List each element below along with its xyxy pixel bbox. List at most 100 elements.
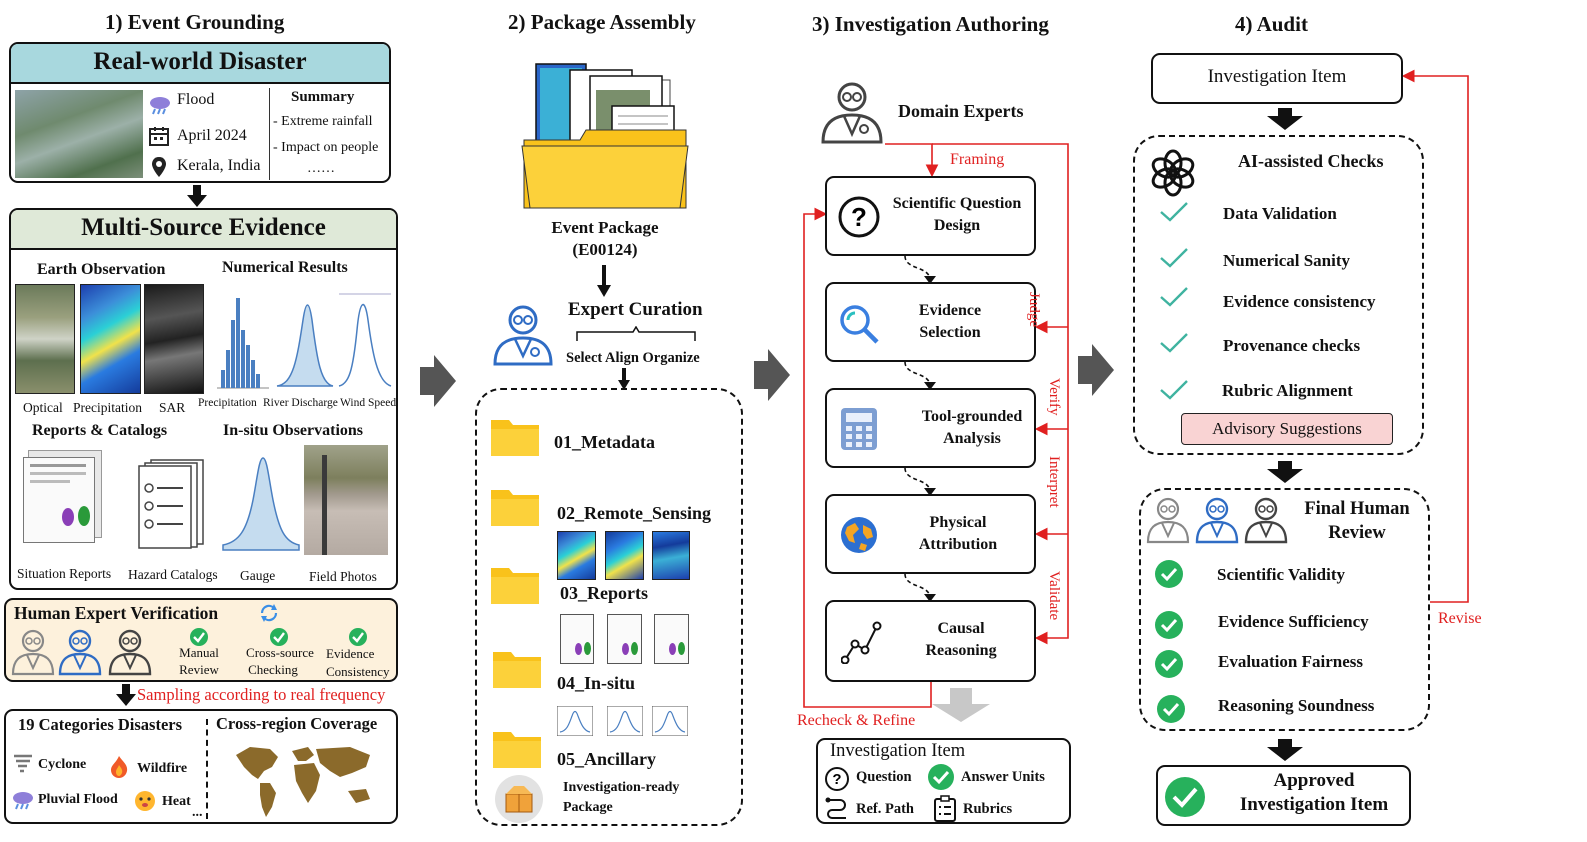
evidence-header: Multi-Source Evidence <box>11 210 396 250</box>
calculator-icon <box>839 406 879 452</box>
step3-l1: Tool-grounded <box>921 408 1023 425</box>
stage-arrow-icon <box>1078 344 1114 396</box>
ai-check-provenance: Provenance checks <box>1223 336 1361 355</box>
heat-face-icon <box>133 789 157 813</box>
disaster-header-label: Real-world Disaster <box>93 48 307 75</box>
human-check-evaluation-fairness: Evaluation Fairness <box>1218 652 1363 671</box>
check-circle-icon <box>1155 611 1183 639</box>
step-causal-reasoning: Causal Reasoning <box>825 600 1036 682</box>
event-package-folder-icon <box>520 50 690 210</box>
folder-icon <box>491 486 539 526</box>
recheck-refine-label: Recheck & Refine <box>797 712 916 729</box>
check-circle-icon <box>1164 776 1206 818</box>
disaster-header: Real-world Disaster <box>11 44 389 84</box>
step-tool-grounded-analysis: Tool-grounded Analysis <box>825 388 1036 468</box>
precipitation-histogram-icon <box>215 290 271 390</box>
category-pluvial-flood: Pluvial Flood <box>38 792 118 807</box>
summary-title: Summary <box>291 89 355 105</box>
checkmark-icon <box>1159 332 1189 354</box>
category-cyclone: Cyclone <box>38 757 87 772</box>
arrow-down-icon <box>116 684 136 706</box>
item-part-answer-units: Answer Units <box>961 769 1045 785</box>
check-circle-icon <box>928 764 954 790</box>
expert-avatar-gray-icon <box>1145 496 1191 544</box>
disaster-date: April 2024 <box>177 127 247 144</box>
ai-check-numerical-sanity: Numerical Sanity <box>1223 251 1351 270</box>
check-manual-l2: Review <box>179 662 219 677</box>
domain-expert-icon <box>819 80 885 144</box>
question-icon: ? <box>824 766 850 792</box>
ai-checks-box: AI-assisted Checks Data Validation Numer… <box>1133 135 1424 455</box>
folder-reports[interactable]: 03_Reports <box>560 583 648 603</box>
revise-label: Revise <box>1438 610 1482 627</box>
checkmark-icon <box>1159 247 1189 269</box>
insitu-observations-label: In-situ Observations <box>223 422 364 439</box>
magnifier-icon <box>837 302 881 346</box>
categories-box: 19 Categories Disasters Cross-region Cov… <box>4 709 398 824</box>
arrow-down-icon <box>187 185 207 207</box>
step1-l1: Scientific Question <box>892 195 1022 212</box>
category-heat: Heat <box>162 794 191 809</box>
human-check-scientific-validity: Scientific Validity <box>1217 565 1345 584</box>
question-icon: ? <box>837 195 881 239</box>
check-circle-icon <box>1155 650 1183 678</box>
clipboard-checklist-icon <box>933 795 957 823</box>
sampling-label: Sampling according to real frequency <box>137 685 386 704</box>
interpret-label: Interpret <box>1046 456 1062 508</box>
check-manual-l1: Manual <box>179 645 219 660</box>
step-evidence-selection: Evidence Selection <box>825 282 1036 362</box>
stage3-title: 3) Investigation Authoring <box>812 12 1049 36</box>
river-discharge-curve-icon <box>275 290 335 390</box>
num-caption-precipitation: Precipitation <box>198 397 257 409</box>
approved-l2: Investigation Item <box>1239 794 1389 815</box>
gauge-thumb-icon <box>607 706 643 736</box>
coverage-title: Cross-region Coverage <box>216 714 378 733</box>
framing-label: Framing <box>950 151 1005 168</box>
folder-remote-sensing[interactable]: 02_Remote_Sensing <box>557 503 711 523</box>
multi-source-evidence-box: Multi-Source Evidence Earth Observation … <box>9 208 398 590</box>
gauge-curve-icon <box>221 450 301 555</box>
advisory-suggestions-label: Advisory Suggestions <box>1212 419 1362 438</box>
world-map-icon <box>230 741 382 823</box>
remote-sensing-thumb <box>652 531 690 580</box>
folder-metadata[interactable]: 01_Metadata <box>554 432 655 452</box>
judge-label: Judge <box>1026 292 1042 327</box>
expert-avatar-gray-icon <box>10 628 56 676</box>
package-container <box>475 388 743 826</box>
summary-line-3: …… <box>307 161 335 176</box>
folder-icon <box>491 416 539 456</box>
event-package-id: (E00124) <box>572 240 638 259</box>
disaster-type: Flood <box>177 91 215 108</box>
human-expert-verification-box: Human Expert Verification Manual Review … <box>4 598 398 682</box>
report-thumb <box>654 614 689 664</box>
expert-avatar-dark-icon <box>1243 496 1289 544</box>
folder-insitu[interactable]: 04_In-situ <box>557 673 636 693</box>
reports-catalogs-label: Reports & Catalogs <box>32 422 168 439</box>
rain-cloud-icon <box>11 789 35 811</box>
evidence-header-label: Multi-Source Evidence <box>81 214 326 241</box>
eo-caption-sar: SAR <box>159 400 186 415</box>
hazard-catalog-icon <box>137 458 207 550</box>
folder-ancillary[interactable]: 05_Ancillary <box>557 749 656 769</box>
check-circle-icon <box>270 628 288 646</box>
report-thumb <box>607 614 642 664</box>
ai-check-data-validation: Data Validation <box>1223 204 1337 223</box>
eo-caption-precipitation: Precipitation <box>73 400 142 415</box>
insitu-caption-field-photos: Field Photos <box>309 569 377 584</box>
category-more: ... <box>192 805 203 820</box>
verification-title: Human Expert Verification <box>14 603 219 623</box>
ready-package-l2: Package <box>563 800 613 815</box>
real-world-disaster-box: Real-world Disaster Flood April 2024 Ker… <box>9 42 391 183</box>
line-chart-icon <box>841 620 883 664</box>
checkmark-icon <box>1159 201 1189 223</box>
curation-sub-label: Select Align Organize <box>566 350 700 366</box>
stage1-title: 1) Event Grounding <box>105 10 285 34</box>
arrow-down-icon <box>1267 108 1303 130</box>
svg-text:?: ? <box>851 202 867 232</box>
summary-line-2: - Impact on people <box>273 140 379 155</box>
field-photo <box>304 445 388 555</box>
remote-sensing-thumb <box>605 531 644 580</box>
validate-label: Validate <box>1046 571 1062 621</box>
stage2-title: 2) Package Assembly <box>508 10 696 34</box>
human-check-reasoning-soundness: Reasoning Soundness <box>1218 696 1375 715</box>
